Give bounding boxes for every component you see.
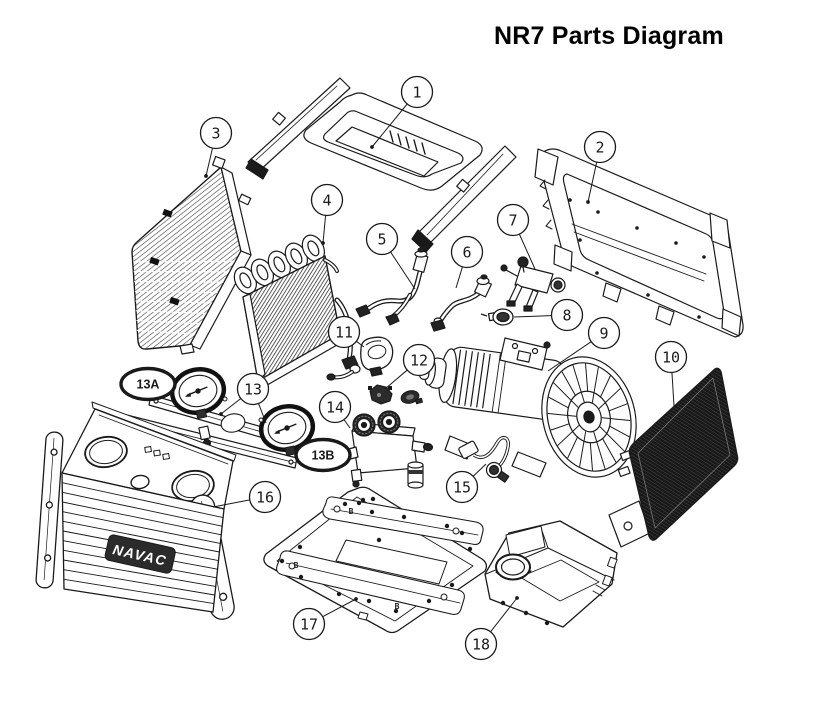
callout-label-13B: 13B: [312, 449, 335, 463]
callout-label-1: 1: [412, 83, 421, 101]
callout-label-2: 2: [595, 138, 604, 156]
callout-14: 14: [318, 390, 352, 429]
callout-label-6: 6: [462, 243, 471, 261]
part-valve-bracket: [501, 257, 565, 311]
part-rear-frame: [535, 149, 743, 337]
part-gauge-low: [168, 365, 229, 423]
part-evaporator-coil: [230, 231, 360, 388]
part-sensor-cable: [458, 438, 509, 483]
callout-16: 16: [212, 480, 282, 514]
callout-label-11: 11: [335, 323, 353, 341]
part-hose-left: [356, 248, 428, 325]
callout-17: 17: [292, 597, 358, 641]
part-port-cap: [480, 309, 513, 325]
callout-label-15: 15: [453, 478, 471, 496]
bolt-marker-layer: B B B: [294, 507, 400, 611]
callout-2: 2: [583, 130, 617, 204]
callout-label-3: 3: [211, 124, 220, 142]
bolt-marker-1: B: [294, 561, 299, 570]
callout-label-18: 18: [472, 635, 490, 653]
diagram-title: NR7 Parts Diagram: [494, 22, 724, 50]
part-filter-panel: [609, 368, 738, 547]
part-manifold-block: [341, 411, 433, 488]
callout-label-13: 13: [244, 380, 262, 398]
callout-label-12: 12: [410, 351, 428, 369]
callout-1: 1: [370, 75, 434, 149]
part-base-plate: [264, 487, 487, 632]
callout-13B: 13B: [294, 437, 352, 473]
callout-label-10: 10: [662, 348, 680, 366]
part-motor-fan: [416, 338, 649, 488]
callout-label-5: 5: [377, 230, 386, 248]
callout-label-13A: 13A: [137, 378, 160, 392]
callout-11: 11: [327, 315, 365, 349]
callout-label-7: 7: [508, 211, 517, 229]
callout-5: 5: [365, 222, 416, 290]
callout-13A: 13A: [119, 366, 177, 402]
part-gauge-high: [257, 402, 318, 460]
callout-3: 3: [199, 116, 233, 178]
callout-label-8: 8: [562, 306, 571, 324]
part-hose-right: [431, 275, 491, 331]
callout-8: 8: [513, 298, 584, 332]
callout-13: 13: [219, 372, 270, 424]
callout-6: 6: [450, 235, 484, 289]
callout-label-17: 17: [300, 615, 318, 633]
callout-label-14: 14: [326, 398, 344, 416]
part-reservoir-tank: [485, 521, 617, 627]
callout-label-9: 9: [599, 324, 608, 342]
callout-label-16: 16: [256, 488, 274, 506]
callout-12: 12: [384, 343, 436, 390]
part-front-panel: NAVAC: [36, 402, 237, 621]
callout-7: 7: [496, 203, 536, 270]
callout-label-4: 4: [322, 191, 331, 209]
part-knob: [361, 337, 393, 376]
callout-18: 18: [464, 596, 519, 661]
bolt-marker-0: B: [349, 507, 354, 516]
callout-15: 15: [445, 463, 487, 504]
callout-4: 4: [310, 183, 344, 245]
part-small-fittings: [368, 385, 422, 405]
part-condenser-panel: [132, 157, 251, 354]
callout-10: 10: [654, 340, 688, 407]
bolt-marker-2: B: [395, 602, 400, 611]
callout-9: 9: [547, 316, 621, 372]
